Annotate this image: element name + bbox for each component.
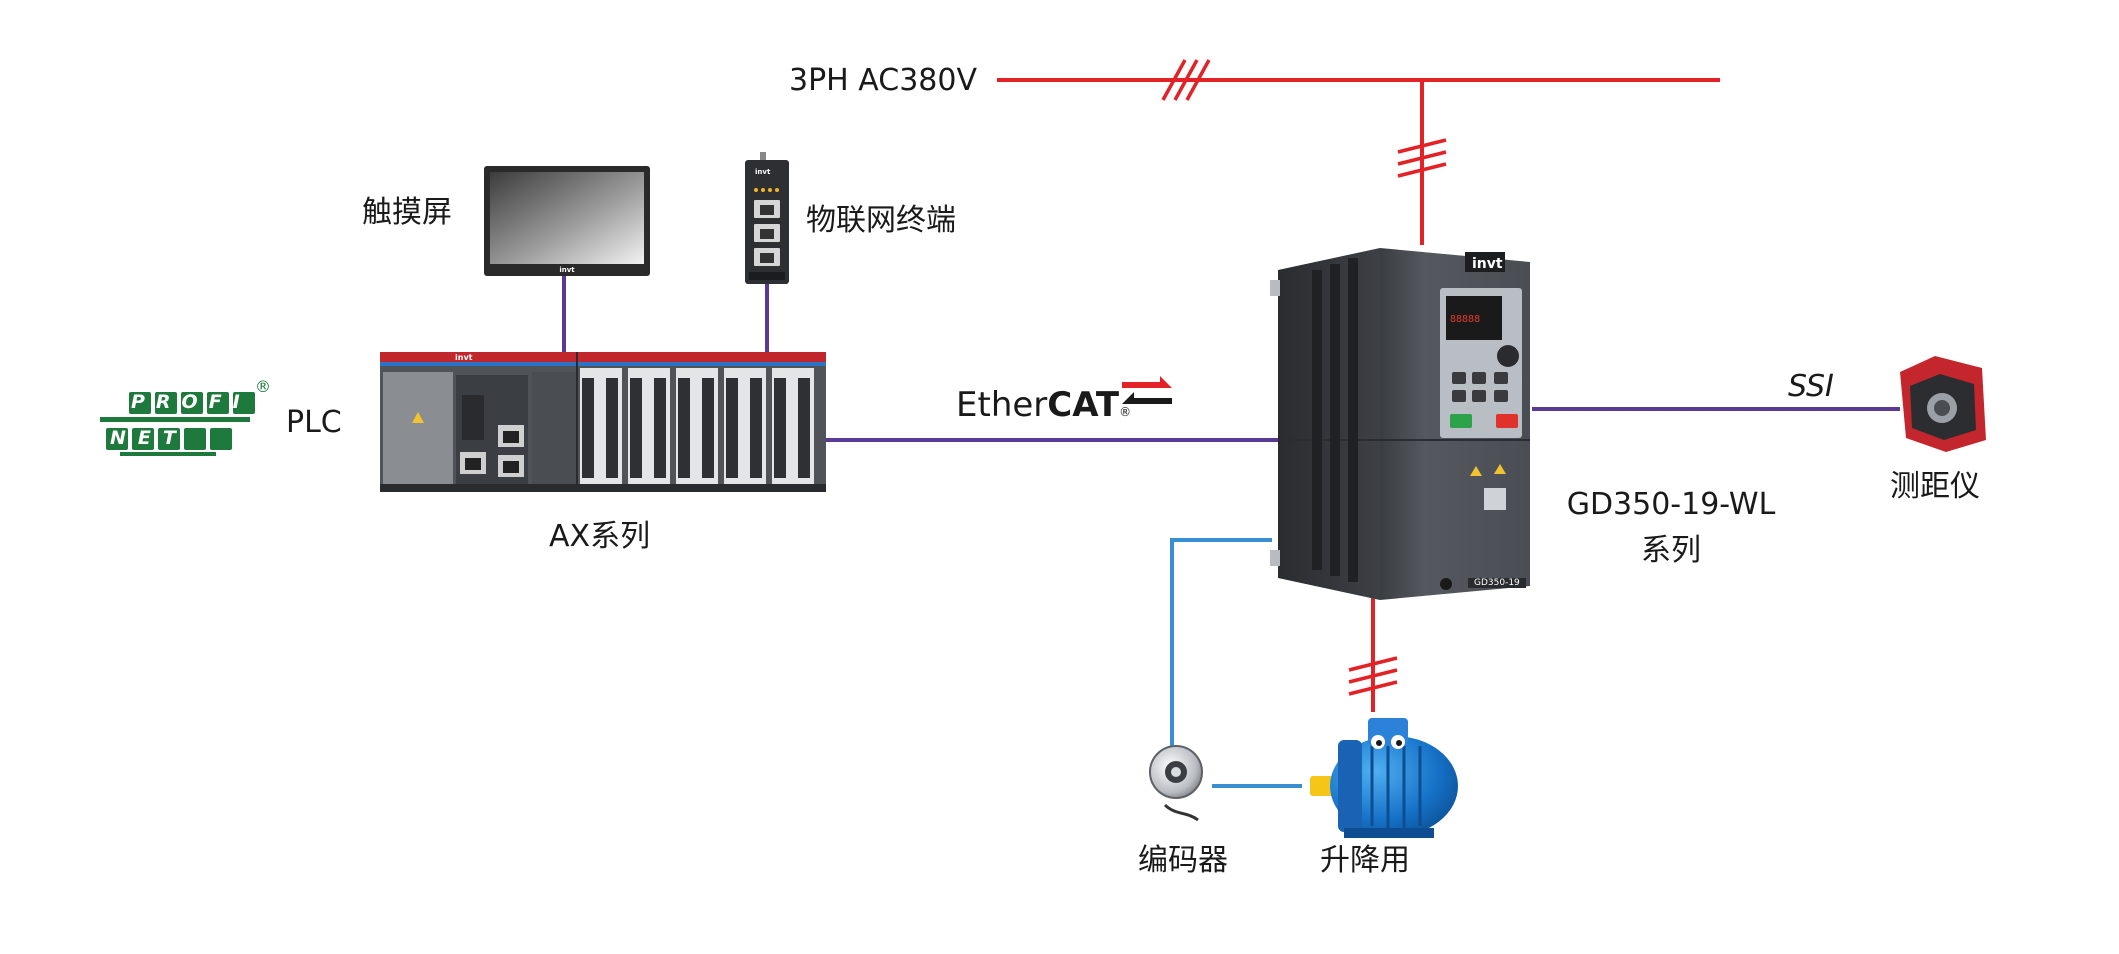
io-modules: [580, 368, 814, 484]
encoder[interactable]: [1149, 745, 1203, 799]
stop-key-icon[interactable]: [1496, 414, 1518, 428]
svg-text:88888: 88888: [1450, 314, 1480, 325]
ethercat-prefix: Ether: [956, 385, 1048, 425]
warning-icon: [1494, 464, 1506, 474]
profinet-logo: [100, 392, 255, 456]
rangefinder[interactable]: [1900, 356, 1986, 452]
ethercat-logo: EtherCAT®: [956, 385, 1132, 425]
invt-logo: invt: [755, 168, 771, 176]
touchscreen-label: 触摸屏: [362, 195, 452, 230]
touchscreen[interactable]: invt: [484, 166, 650, 276]
profinet-bottom-text: NET: [110, 427, 188, 449]
run-key-icon[interactable]: [1450, 414, 1472, 428]
encoder-wiring: [1163, 538, 1302, 822]
three-phase-marker-icon: [1348, 656, 1398, 696]
inverter-nameplate: GD350-19: [1474, 578, 1520, 588]
iot-terminal-label: 物联网终端: [806, 203, 956, 238]
ethercat-mark: ®: [1119, 405, 1132, 419]
encoder-label: 编码器: [1138, 843, 1228, 878]
inverter-series-label: 系列: [1641, 533, 1701, 568]
profinet-registered-mark: ®: [255, 377, 271, 396]
ethercat-arrows-icon: [1122, 376, 1172, 404]
iot-terminal[interactable]: invt: [745, 152, 789, 284]
profinet-top-text: PROFI: [131, 391, 251, 413]
rangefinder-label: 测距仪: [1890, 469, 1980, 504]
invt-logo: invt: [559, 266, 575, 274]
warning-icon: [412, 412, 424, 423]
three-phase-marker-icon: [1161, 59, 1211, 101]
ethercat-bold: CAT: [1047, 385, 1120, 425]
ssi-label: SSI: [1788, 369, 1834, 404]
power-wiring: [997, 59, 1720, 712]
power-supply-label: 3PH AC380V: [789, 63, 977, 98]
plc-rack[interactable]: invt: [380, 352, 826, 492]
qr-code: [1484, 488, 1506, 510]
motor[interactable]: [1310, 718, 1458, 838]
invt-logo: invt: [455, 353, 473, 362]
plc-series-label: AX系列: [549, 519, 651, 554]
motor-label: 升降用: [1320, 843, 1410, 878]
knob-icon[interactable]: [1497, 345, 1519, 367]
inverter-model-label: GD350-19-WL: [1566, 487, 1776, 522]
plc-label: PLC: [286, 405, 342, 440]
warning-icon: [1470, 466, 1482, 476]
vent-slots: [1312, 258, 1358, 582]
comm-wiring: [562, 275, 1900, 442]
inverter-gd350[interactable]: invt 88888: [1270, 248, 1530, 600]
invt-logo: invt: [1472, 256, 1503, 272]
three-phase-marker-icon: [1397, 138, 1447, 178]
